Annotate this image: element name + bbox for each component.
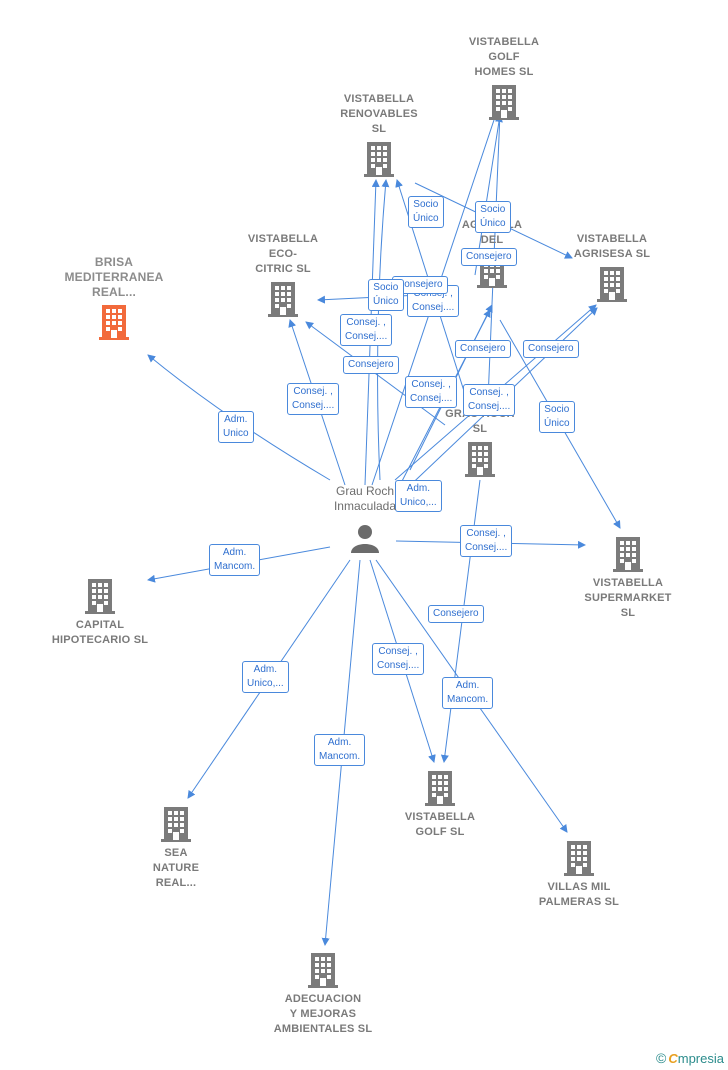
edge-role-label[interactable]: Adm. Mancom. [442,677,494,709]
company-name: VISTABELLA GOLF HOMES SL [468,36,540,78]
building-icon [424,770,456,806]
building-icon [464,441,496,477]
company-name: VISTABELLA ECO- CITRIC SL [247,233,319,275]
edge-role-label[interactable]: Consejero [455,340,511,358]
edge-role-label[interactable]: Socio Único [408,196,444,228]
company-name: VILLAS MIL PALMERAS SL [538,881,620,908]
edge-role-label[interactable]: Socio Único [368,279,404,311]
person-icon[interactable] [350,523,380,553]
company-node-adecuacion[interactable]: ADECUACION Y MEJORAS AMBIENTALES SL [258,952,388,1037]
company-node-agrisesa[interactable]: VISTABELLA AGRISESA SL [547,232,677,302]
edge-role-label[interactable]: Consej. , Consej.... [460,525,513,557]
edge-role-label[interactable]: Consej. , Consej.... [372,643,425,675]
edge-role-label[interactable]: Adm. Unico [218,411,254,443]
company-node-golf_homes[interactable]: VISTABELLA GOLF HOMES SL [439,35,569,120]
company-node-grau[interactable]: GRAU ROCH SL [415,407,545,477]
company-node-sea[interactable]: SEA NATURE REAL... [111,806,241,891]
company-name: BRISA MEDITERRANEA REAL... [64,255,164,299]
building-icon [563,840,595,876]
edge-role-label[interactable]: Consejero [392,276,448,294]
brand-watermark: ©Cmpresia [656,1050,724,1066]
building-icon [363,141,395,177]
edge-role-label[interactable]: Adm. Mancom. [314,734,366,766]
company-name: VISTABELLA GOLF SL [404,811,476,838]
building-icon [84,578,116,614]
edge-role-label[interactable]: Consejero [461,248,517,266]
person-name[interactable]: Grau Roch Inmaculada [333,484,397,513]
company-name: VISTABELLA AGRISESA SL [573,233,651,260]
edge-role-label[interactable]: Consej. , Consej.... [405,376,458,408]
building-icon [267,281,299,317]
edge-role-label[interactable]: Adm. Unico,... [395,480,442,512]
edge-role-label[interactable]: Consejero [428,605,484,623]
building-icon [160,806,192,842]
company-node-brisa[interactable]: BRISA MEDITERRANEA REAL... [49,255,179,340]
edge-role-label[interactable]: Socio Único [475,201,511,233]
edge-role-label[interactable]: Consejero [343,356,399,374]
building-icon [98,304,130,340]
company-node-capital[interactable]: CAPITAL HIPOTECARIO SL [35,578,165,648]
edge-role-label[interactable]: Adm. Mancom. [209,544,261,576]
company-name: SEA NATURE REAL... [152,847,200,889]
company-node-renovables[interactable]: VISTABELLA RENOVABLES SL [314,92,444,177]
edge-role-label[interactable]: Consej. , Consej.... [287,383,340,415]
edge-role-label[interactable]: Socio Único [539,401,575,433]
company-node-ecocitric[interactable]: VISTABELLA ECO- CITRIC SL [218,232,348,317]
building-icon [488,84,520,120]
edge-role-label[interactable]: Consej. , Consej.... [463,384,516,416]
building-icon [612,536,644,572]
company-name: VISTABELLA RENOVABLES SL [340,93,418,135]
company-name: VISTABELLA SUPERMARKET SL [584,577,672,619]
building-icon [596,266,628,302]
building-icon [307,952,339,988]
company-name: CAPITAL HIPOTECARIO SL [51,619,149,646]
company-node-golf[interactable]: VISTABELLA GOLF SL [375,770,505,840]
company-node-supermarket[interactable]: VISTABELLA SUPERMARKET SL [563,536,693,621]
company-name: ADECUACION Y MEJORAS AMBIENTALES SL [273,993,373,1035]
edge-role-label[interactable]: Consej. , Consej.... [340,314,393,346]
company-node-villas[interactable]: VILLAS MIL PALMERAS SL [514,840,644,910]
edge-role-label[interactable]: Consejero [523,340,579,358]
edge-role-label[interactable]: Adm. Unico,... [242,661,289,693]
